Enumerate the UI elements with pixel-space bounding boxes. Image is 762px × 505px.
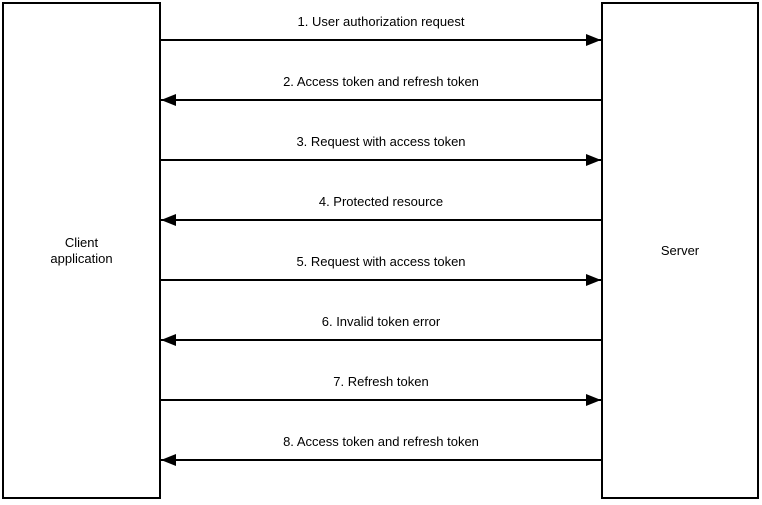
arrow-line bbox=[161, 279, 601, 281]
arrow-head-right-icon bbox=[586, 34, 601, 46]
arrow-right-icon bbox=[161, 394, 601, 406]
message-row-4: 4. Protected resource bbox=[161, 187, 601, 226]
arrow-line bbox=[161, 459, 601, 461]
arrow-line bbox=[161, 339, 601, 341]
arrow-head-left-icon bbox=[161, 214, 176, 226]
arrow-head-left-icon bbox=[161, 454, 176, 466]
message-label-3: 3. Request with access token bbox=[296, 134, 466, 149]
arrow-left-icon bbox=[161, 94, 601, 106]
server-box: Server bbox=[601, 2, 759, 499]
arrow-line bbox=[161, 99, 601, 101]
arrow-left-icon bbox=[161, 214, 601, 226]
arrow-line bbox=[161, 219, 601, 221]
arrow-head-left-icon bbox=[161, 334, 176, 346]
message-label-5: 5. Request with access token bbox=[296, 254, 466, 269]
arrow-head-right-icon bbox=[586, 154, 601, 166]
arrow-left-icon bbox=[161, 454, 601, 466]
message-row-1: 1. User authorization request bbox=[161, 7, 601, 46]
message-label-1: 1. User authorization request bbox=[297, 14, 465, 29]
arrow-line bbox=[161, 39, 601, 41]
arrow-line bbox=[161, 159, 601, 161]
arrow-right-icon bbox=[161, 34, 601, 46]
arrow-right-icon bbox=[161, 274, 601, 286]
arrow-line bbox=[161, 399, 601, 401]
message-row-6: 6. Invalid token error bbox=[161, 307, 601, 346]
message-row-5: 5. Request with access token bbox=[161, 247, 601, 286]
message-row-2: 2. Access token and refresh token bbox=[161, 67, 601, 106]
message-label-8: 8. Access token and refresh token bbox=[283, 434, 479, 449]
message-label-7: 7. Refresh token bbox=[333, 374, 429, 389]
arrow-right-icon bbox=[161, 154, 601, 166]
client-application-box: Client application bbox=[2, 2, 161, 499]
client-label-line-1: Client bbox=[64, 234, 99, 250]
client-application-label: Client application bbox=[50, 235, 112, 267]
server-label: Server bbox=[660, 242, 700, 258]
message-row-8: 8. Access token and refresh token bbox=[161, 427, 601, 466]
arrow-head-right-icon bbox=[586, 394, 601, 406]
arrow-head-left-icon bbox=[161, 94, 176, 106]
message-label-2: 2. Access token and refresh token bbox=[283, 74, 479, 89]
message-label-4: 4. Protected resource bbox=[318, 194, 444, 209]
client-label-line-2: application bbox=[50, 250, 113, 266]
message-label-6: 6. Invalid token error bbox=[321, 314, 441, 329]
message-row-3: 3. Request with access token bbox=[161, 127, 601, 166]
arrow-head-right-icon bbox=[586, 274, 601, 286]
arrow-left-icon bbox=[161, 334, 601, 346]
message-row-7: 7. Refresh token bbox=[161, 367, 601, 406]
